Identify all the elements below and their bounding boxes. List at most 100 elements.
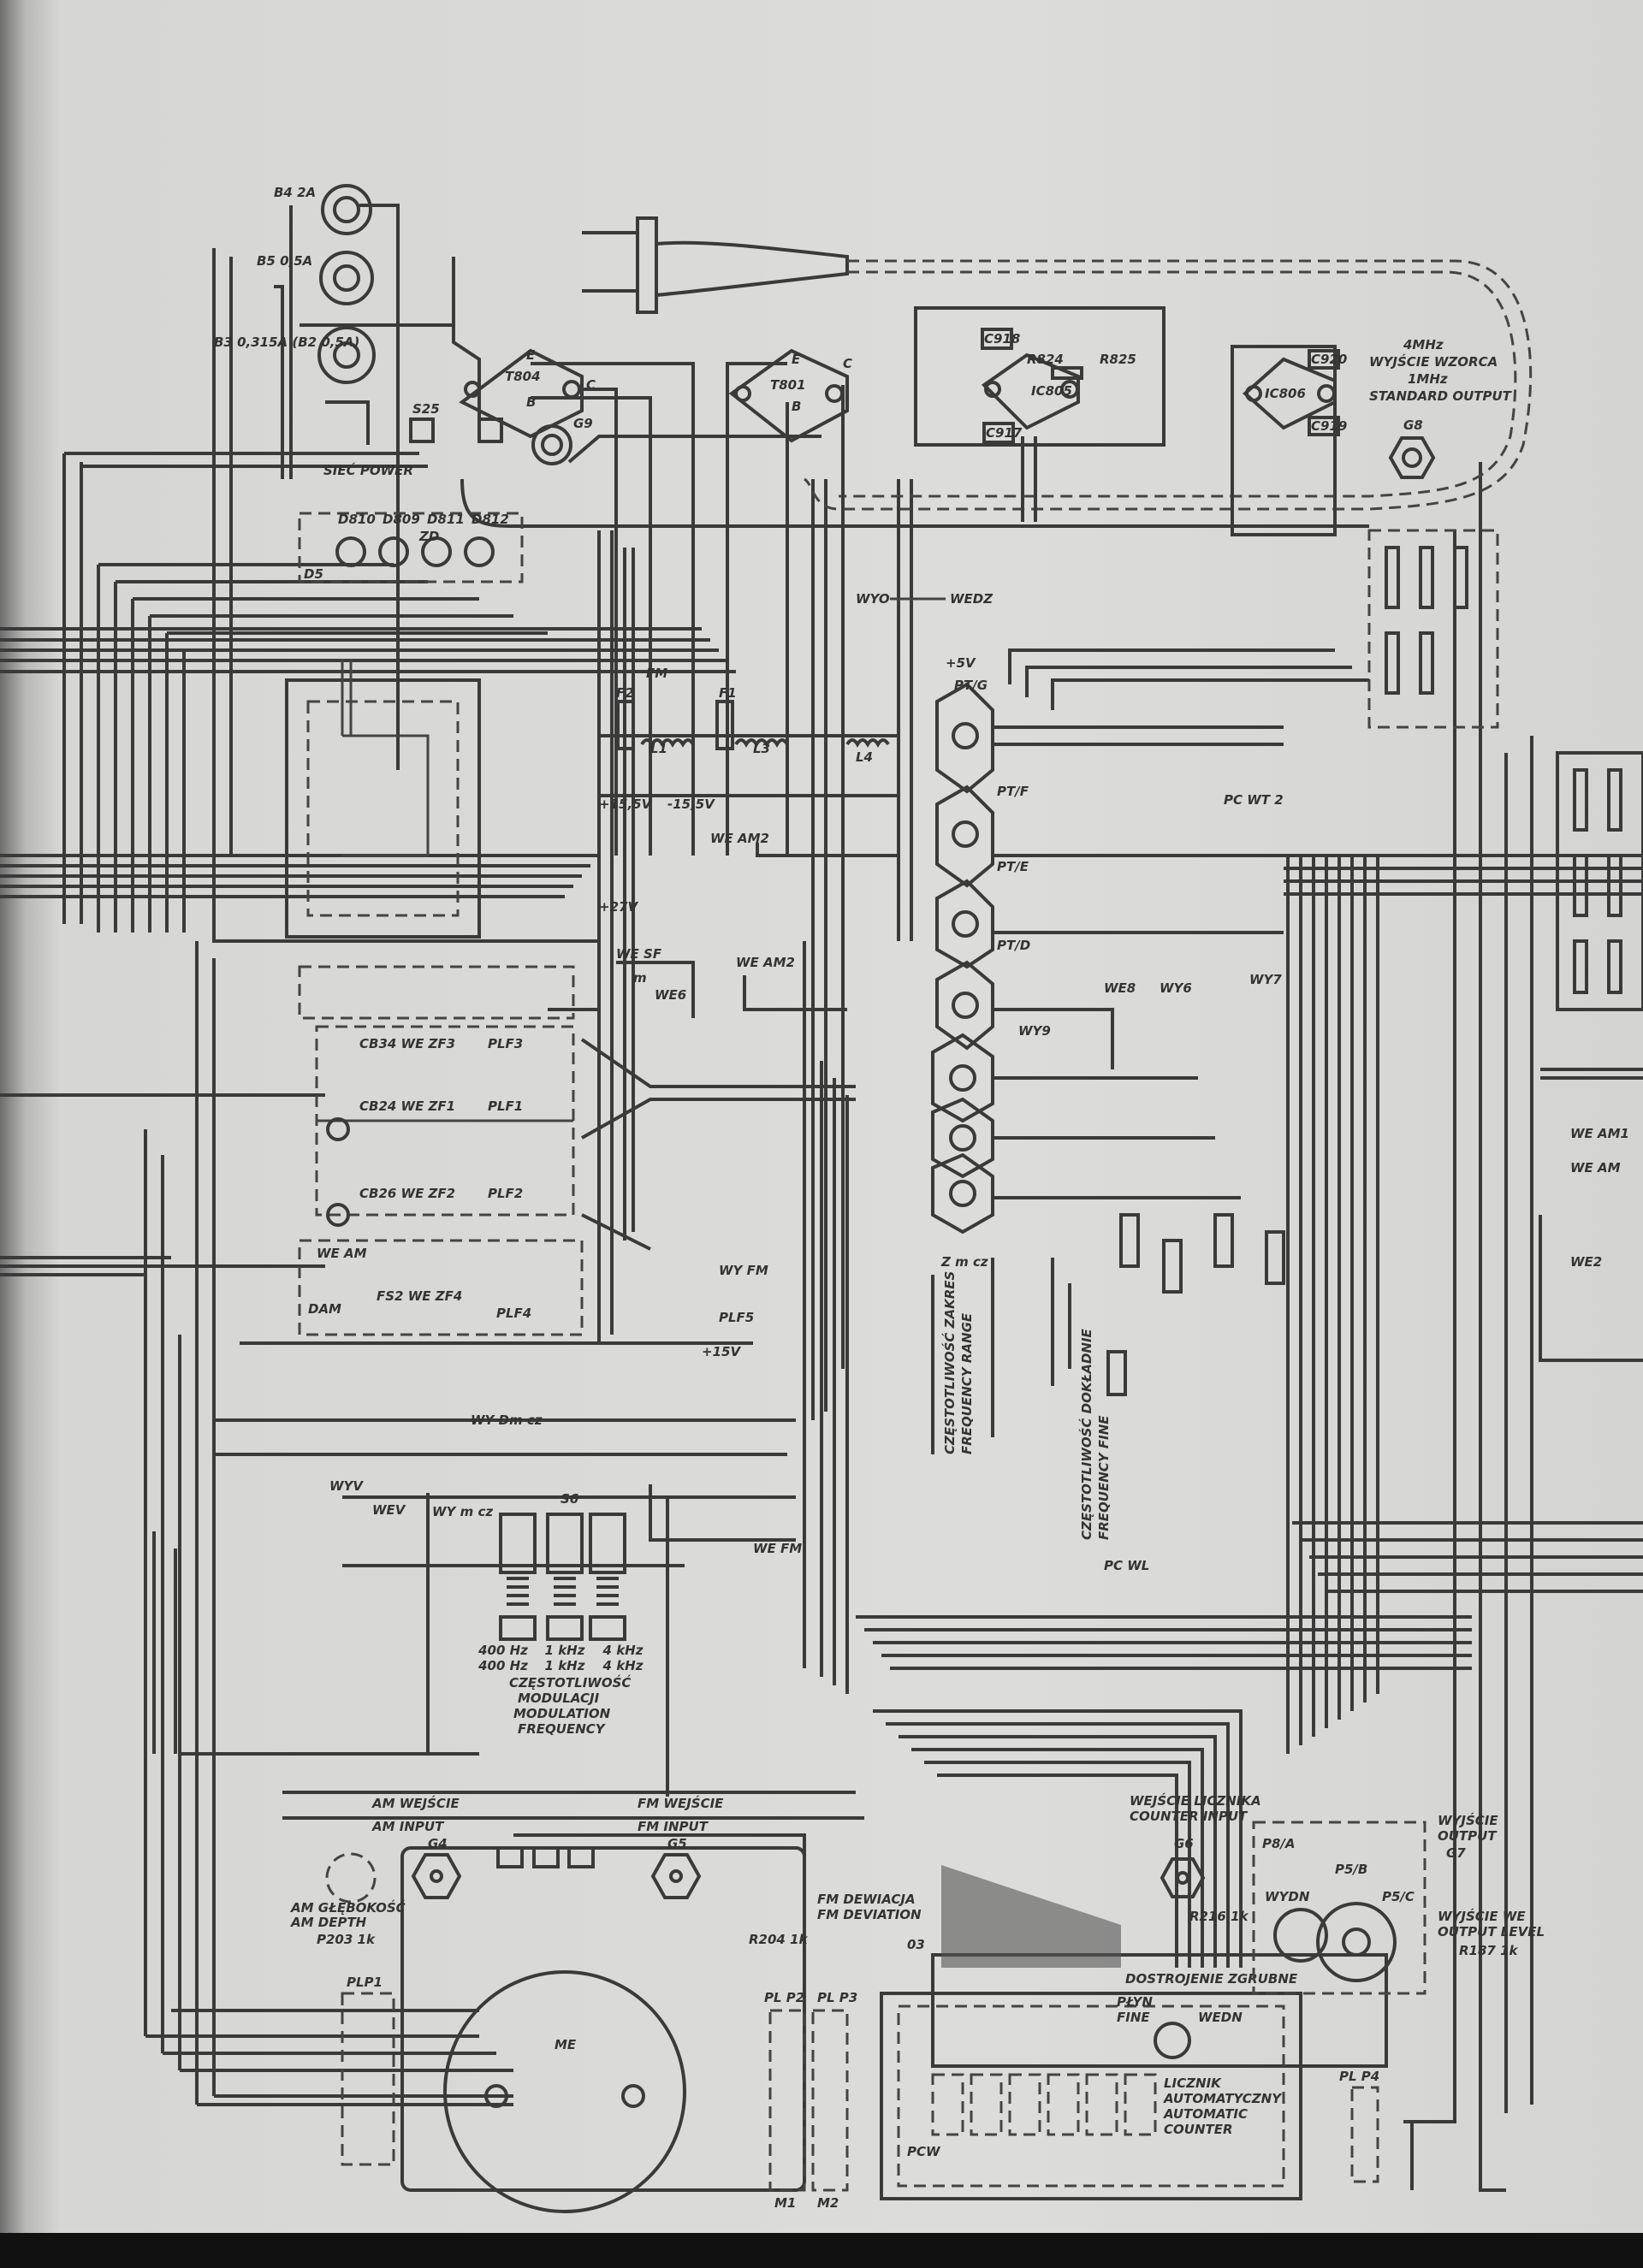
rectifier-bridge: D810 D809 D811 D812 ZD D5 SIEĆ POWER: [298, 462, 524, 583]
standard-output-pl: WYJŚCIE WZORCA: [1369, 353, 1498, 370]
t804-pin-c: C: [586, 377, 596, 393]
fine-pl-label: PŁYN: [1117, 1994, 1153, 2010]
rotary-switch-pt-d: [935, 960, 994, 1051]
diode-d811: D811: [427, 512, 465, 527]
wev-label: WEV: [372, 1502, 406, 1518]
output-level-rotary-switch[interactable]: [1273, 1902, 1397, 1982]
plus27-label: +27V: [599, 899, 638, 915]
panel-meter: ME: [443, 1970, 686, 2213]
we-am1-label: WE AM1: [1570, 1126, 1629, 1141]
freq-4khz-en: 4 kHz: [602, 1658, 644, 1673]
output-level-en: OUTPUT LEVEL: [1438, 1924, 1545, 1939]
m1-label: M1: [774, 2195, 796, 2211]
fuse-b3: [317, 326, 376, 384]
rotary-switch-stack: PT/G +5V PT/F PT/E PT/D WY9 WE8 WY6 WY7 …: [931, 648, 1369, 1235]
fuse-b4-label: B4 2A: [274, 185, 316, 200]
mod-title-pl-1: CZĘSTOTLIWOŚĆ: [509, 1674, 631, 1691]
power-transformer: [285, 659, 481, 939]
cb24-label: CB24 WE ZF1: [359, 1098, 455, 1114]
plf5-label: PLF5: [719, 1310, 754, 1325]
standard-output-4mhz: 4MHz: [1403, 337, 1444, 352]
meter-label: ME: [555, 2037, 577, 2052]
p5c-label: P5/C: [1382, 1889, 1415, 1904]
am-input-en: AM INPUT: [371, 1819, 445, 1834]
rotary-switch-pt-e: [935, 879, 994, 969]
plf1-label: PLF1: [488, 1098, 523, 1114]
front-panel: AM WEJŚCIE AM INPUT G4 FM WEJŚCIE FM INP…: [282, 1791, 922, 2213]
s6-label: S6: [561, 1491, 578, 1507]
mod-button-400hz[interactable]: [499, 1513, 537, 1641]
we-am2-label-2: WE AM2: [736, 955, 795, 970]
dam-label: DAM: [308, 1301, 341, 1317]
output-pl: WYJŚCIE: [1438, 1812, 1498, 1828]
standard-output-en: STANDARD OUTPUT: [1369, 388, 1513, 404]
o3-label: 03: [907, 1937, 925, 1952]
frequency-fine-pl: CZĘSTOTLIWOŚĆ DOKŁADNIE: [1078, 1328, 1094, 1540]
plf2-label: PLF2: [488, 1186, 523, 1201]
plp2-label: PL P2: [764, 1990, 804, 2005]
tuning-scale-hatch: [941, 1865, 1121, 1968]
we8-label: WE8: [1104, 980, 1136, 996]
mod-button-1khz[interactable]: [546, 1513, 584, 1641]
resistor-bank-right: [1367, 529, 1643, 1011]
r204-label: R204 1k: [749, 1932, 809, 1947]
am-depth-pl: AM GŁĘBOKOŚĆ: [290, 1899, 406, 1916]
if-filter-section: CB34 WE ZF3 PLF3 CB24 WE ZF1 PLF1 CB26 W…: [298, 965, 856, 1428]
pc-wt2-label: PC WT 2: [1224, 792, 1284, 808]
wedn-connector: [1154, 2022, 1191, 2059]
minus15-label: -15,5V: [667, 796, 715, 812]
z-m-cz-label: Z m cz: [940, 1254, 988, 1270]
plus5-label: +5V: [946, 655, 976, 671]
fm-deviation-pl: FM DEWIACJA: [817, 1892, 916, 1907]
rotary-switch-pt-g: [935, 682, 994, 794]
freq-1khz-en: 1 kHz: [545, 1658, 585, 1673]
fuse-b5: [319, 251, 374, 305]
ic805-label: IC805: [1031, 383, 1072, 399]
mod-title-en-1: MODULATION: [513, 1706, 611, 1721]
c920-label: C920: [1311, 352, 1347, 367]
transistor-t804: T804 E B C: [452, 308, 695, 856]
plp4-label: PL P4: [1339, 2069, 1379, 2084]
g8-label: G8: [1403, 417, 1423, 433]
output-level-pl: WYJŚCIE WE: [1438, 1908, 1526, 1924]
counter-label-pl-2: AUTOMATYCZNY: [1163, 2091, 1283, 2106]
counter-label-pl-1: LICZNIK: [1164, 2076, 1222, 2091]
g5-label: G5: [667, 1836, 687, 1851]
coil-l4: L4: [856, 749, 873, 765]
t804-pin-b: B: [526, 394, 536, 410]
counter-label-en-2: COUNTER: [1164, 2122, 1233, 2137]
ic806-oscillator: IC806 C920 C919 4MHz WYJŚCIE WZORCA 1MHz…: [1231, 337, 1513, 536]
rotary-switch-pt-a: [931, 1152, 994, 1235]
cb26-label: CB26 WE ZF2: [359, 1186, 455, 1201]
standard-output-1mhz: 1MHz: [1408, 371, 1448, 387]
ground-m-label: m: [633, 970, 647, 986]
wedz-label: WEDZ: [950, 591, 994, 607]
fuse-holders: B4 2A B5 0,5A B3 0,315A (B2 0,5A): [214, 184, 455, 770]
modulation-frequency-switch: S6 400 Hz 1 kHz 4 kHz 400 Hz 1 kHz 4 kHz…: [329, 1478, 802, 1797]
rotary-switch-pt-c: [931, 1033, 994, 1123]
fine-en-label: FINE: [1117, 2010, 1150, 2025]
r216-label: R216 1k: [1189, 1909, 1249, 1924]
panel-window: [496, 1846, 524, 1868]
connector-g5[interactable]: [650, 1853, 702, 1899]
diode-d810: D810: [338, 512, 376, 527]
fuse-b5-label: B5 0,5A: [257, 253, 312, 269]
wedn-label: WEDN: [1198, 2010, 1243, 2025]
frequency-fine-en: FREQUENCY FINE: [1096, 1415, 1112, 1540]
g9-label: G9: [573, 416, 593, 431]
connector-g6[interactable]: [1160, 1857, 1206, 1898]
counter-input-en: COUNTER INPUT: [1130, 1809, 1249, 1824]
rf-coils: L1 L3 L4 F2 F1 FM +15,5V -15,5V +27V WE …: [597, 666, 899, 1018]
rotary-switch-pt-f: [935, 785, 994, 888]
connector-g4[interactable]: [411, 1853, 462, 1899]
mod-button-4khz[interactable]: [589, 1513, 626, 1641]
diode-d812: D812: [472, 512, 509, 527]
tuning-section: CZĘSTOTLIWOŚĆ ZAKRES FREQUENCY RANGE CZĘ…: [931, 1126, 1629, 1573]
t804-label: T804: [505, 369, 541, 384]
we2-label: WE2: [1570, 1254, 1602, 1270]
mains-plug: [460, 216, 1533, 528]
power-switch-label: SIEĆ POWER: [323, 462, 413, 478]
we-sf-label: WE SF: [616, 946, 662, 962]
transistor-t801: T801 E B C: [726, 348, 852, 856]
